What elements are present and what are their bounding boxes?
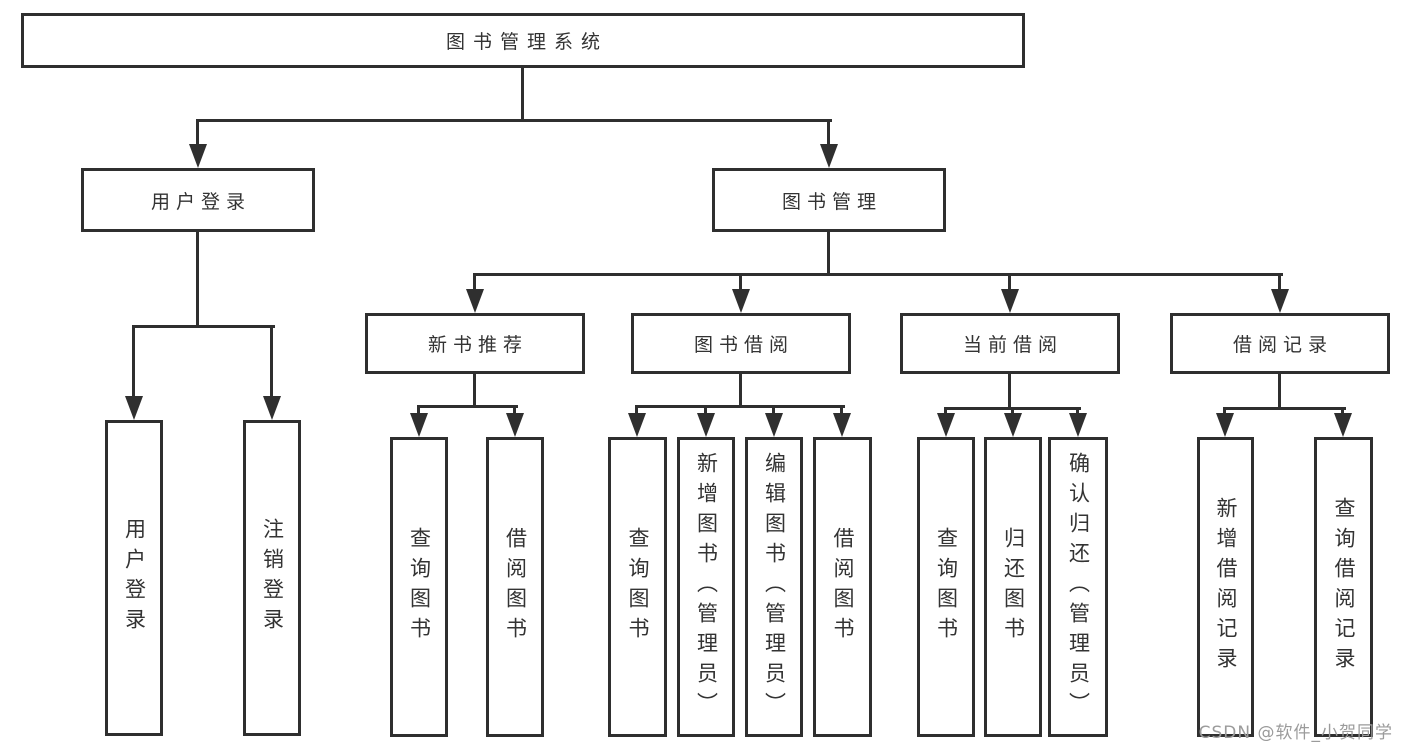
connector-line [944,407,947,417]
node-user-login-label: 用户登录 [150,190,251,213]
node-borrow-records-label: 借阅记录 [1232,334,1333,356]
leaf-edit-books-admin: 编辑图书（管理员） [745,437,803,737]
arrow-down-icon [1004,413,1022,437]
leaf-add-borrow-record-label: 新增借阅记录 [1214,497,1238,677]
connector-line [196,232,199,328]
leaf-add-borrow-record: 新增借阅记录 [1197,437,1254,737]
leaf-query-borrow-record-label: 查询借阅记录 [1332,497,1356,677]
connector-line [1223,407,1346,410]
connector-line [840,405,843,417]
connector-line [739,374,742,408]
arrow-down-icon [1001,289,1019,313]
arrow-down-icon [506,413,524,437]
connector-line [704,405,707,417]
arrow-down-icon [125,396,143,420]
connector-line [1341,407,1344,417]
arrow-down-icon [628,413,646,437]
connector-line [473,273,1283,276]
arrow-down-icon [937,413,955,437]
connector-line [133,325,275,328]
arrow-down-icon [820,144,838,168]
connector-line [513,405,516,417]
arrow-down-icon [263,396,281,420]
arrow-down-icon [189,144,207,168]
leaf-add-books-admin-label: 新增图书（管理员） [694,452,719,722]
connector-line [739,273,742,293]
node-book-management-label: 图书管理 [781,190,882,213]
leaf-confirm-return-admin: 确认归还（管理员） [1048,437,1108,737]
leaf-query-books-borrow-label: 查询图书 [626,527,650,647]
connector-line [197,119,832,122]
leaf-borrow-books-recommend: 借阅图书 [486,437,544,737]
connector-line [521,66,524,122]
leaf-add-books-admin: 新增图书（管理员） [677,437,735,737]
node-borrow-records: 借阅记录 [1170,313,1390,374]
leaf-return-books: 归还图书 [984,437,1042,737]
node-book-borrow-label: 图书借阅 [693,334,794,356]
node-current-borrow-label: 当前借阅 [962,334,1063,356]
connector-line [635,405,845,408]
node-book-management: 图书管理 [712,168,946,232]
connector-line [635,405,638,417]
leaf-query-books-current-label: 查询图书 [934,527,959,647]
connector-line [417,405,518,408]
node-new-book-recommend: 新书推荐 [365,313,585,374]
connector-line [827,119,830,148]
leaf-query-books-recommend: 查询图书 [390,437,448,737]
connector-line [270,325,273,400]
connector-line [1076,407,1079,417]
arrow-down-icon [833,413,851,437]
leaf-query-books-borrow: 查询图书 [608,437,667,737]
connector-line [1278,273,1281,293]
arrow-down-icon [1069,413,1087,437]
leaf-query-books-recommend-label: 查询图书 [407,527,432,647]
leaf-logout-login-label: 注销登录 [260,518,285,638]
connector-line [417,405,420,417]
leaf-return-books-label: 归还图书 [1001,527,1026,647]
node-book-borrow: 图书借阅 [631,313,851,374]
connector-line [772,405,775,417]
leaf-edit-books-admin-label: 编辑图书（管理员） [762,452,787,722]
leaf-user-login: 用户登录 [105,420,163,736]
connector-line [827,232,830,276]
arrow-down-icon [1271,289,1289,313]
connector-line [1008,374,1011,410]
leaf-borrow-books: 借阅图书 [813,437,872,737]
node-current-borrow: 当前借阅 [900,313,1120,374]
node-library-management-system-label: 图书管理系统 [445,31,608,53]
leaf-query-books-current: 查询图书 [917,437,975,737]
connector-line [473,374,476,408]
leaf-borrow-books-recommend-label: 借阅图书 [503,527,528,647]
connector-line [1011,407,1014,417]
arrow-down-icon [732,289,750,313]
node-user-login: 用户登录 [81,168,315,232]
arrow-down-icon [765,413,783,437]
leaf-logout-login: 注销登录 [243,420,301,736]
leaf-borrow-books-label: 借阅图书 [831,527,855,647]
connector-line [1008,273,1011,293]
leaf-user-login-label: 用户登录 [122,518,147,638]
connector-line [132,325,135,400]
arrow-down-icon [1334,413,1352,437]
node-new-book-recommend-label: 新书推荐 [427,334,528,356]
connector-line [473,273,476,293]
leaf-confirm-return-admin-label: 确认归还（管理员） [1066,452,1091,722]
connector-line [1223,407,1226,417]
connector-line [1278,374,1281,410]
node-library-management-system: 图书管理系统 [21,13,1025,68]
arrow-down-icon [466,289,484,313]
watermark: CSDN @软件_小贺同学 [1198,723,1393,743]
arrow-down-icon [410,413,428,437]
arrow-down-icon [1216,413,1234,437]
arrow-down-icon [697,413,715,437]
leaf-query-borrow-record: 查询借阅记录 [1314,437,1373,737]
connector-line [196,119,199,148]
